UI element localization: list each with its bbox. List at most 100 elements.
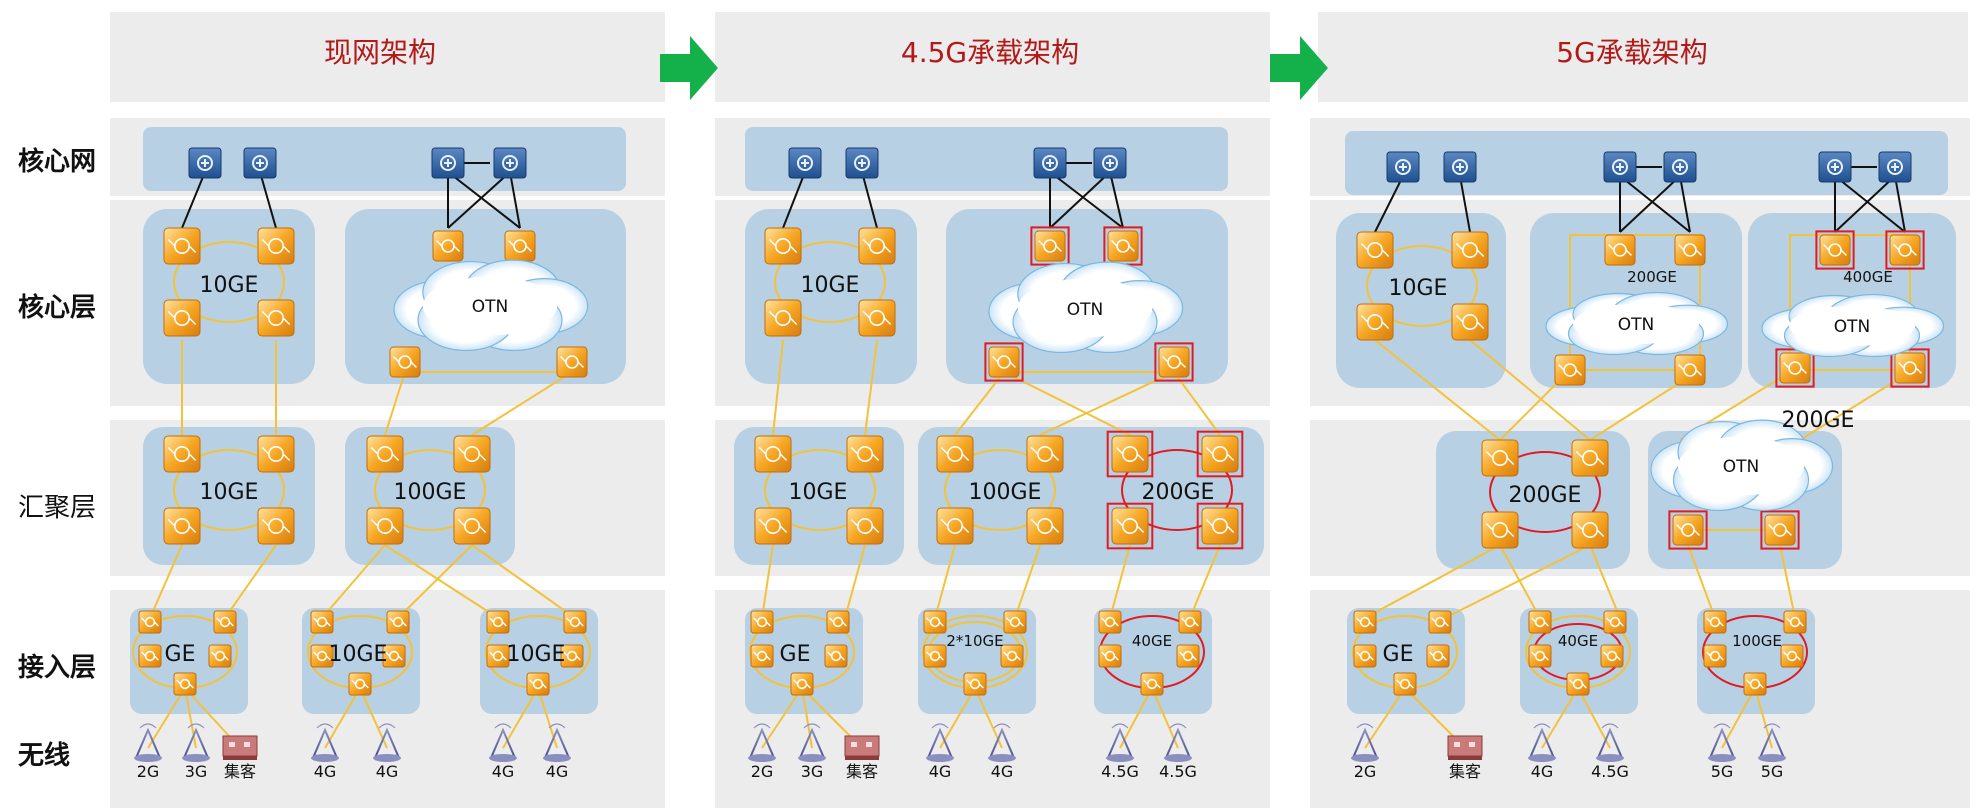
router-icon [826,610,850,634]
column-title-current: 现网架构 [324,36,436,69]
router-icon [1703,610,1727,634]
router-icon [1760,510,1800,550]
router-icon [1353,644,1377,668]
router-icon [1674,234,1706,266]
router-icon [1451,303,1489,341]
router-icon [764,299,802,337]
router-icon [1103,226,1143,266]
otn-label: OTN [1834,317,1870,337]
base-station-icon: 4G [988,723,1016,781]
wireless-label: 3G [185,762,208,781]
wireless-label: 4G [546,762,569,781]
wireless-label: 5G [1761,762,1784,781]
group-label: 10GE [789,480,848,505]
column-title-5g: 5G承载架构 [1556,36,1708,69]
router-icon [1780,644,1804,668]
router-icon [348,672,372,696]
router-icon [1603,610,1627,634]
core-network-device-icon [1603,151,1637,183]
router-icon [366,435,404,473]
otn-cloud-icon [393,259,589,352]
group-label: 10GE [801,273,860,298]
router-icon [1528,610,1552,634]
base-station-icon: 5G [1708,723,1736,781]
router-icon [1030,226,1070,266]
group-label: 10GE [200,480,259,505]
router-icon [1481,511,1519,549]
router-icon [1178,610,1202,634]
wireless-label: 5G [1711,762,1734,781]
router-icon [1356,231,1394,269]
base-station-icon: 4G [311,723,339,781]
router-icon [1481,439,1519,477]
router-icon [1566,672,1590,696]
base-station-icon: 3G [182,723,210,781]
router-icon [1528,644,1552,668]
core-network-device-icon [431,147,465,179]
router-icon [1000,644,1024,668]
router-icon [382,644,406,668]
router-icon [923,644,947,668]
router-icon [754,435,792,473]
otn-label: OTN [1067,300,1103,320]
router-icon [1885,230,1925,270]
wireless-label: 4G [376,762,399,781]
base-station-icon: 2G [134,723,162,781]
wireless-label: 集客 [846,762,878,781]
group-label: GE [1383,642,1414,667]
router-icon [1674,354,1706,386]
router-icon [138,610,162,634]
arrow-right-icon [1270,36,1328,100]
enterprise-building-icon: 集客 [222,735,258,781]
otn-cloud-icon [1650,419,1834,512]
router-icon [453,507,491,545]
wireless-label: 4G [1531,762,1554,781]
router-icon [257,299,295,337]
router-icon [936,507,974,545]
router-icon [1428,610,1452,634]
wireless-label: 集客 [224,762,256,781]
router-icon [963,672,987,696]
router-icon [1600,644,1624,668]
otn-clouds [393,259,1945,512]
router-icon [556,346,588,378]
base-station-icon: 4.5G [1591,723,1629,781]
row-label-agg-layer: 汇聚层 [18,493,96,523]
router-icon [1571,439,1609,477]
enterprise-building-icon: 集客 [844,735,880,781]
group-label: 200GE [1509,483,1582,508]
wireless-label: 4.5G [1159,762,1197,781]
core-network-device-icon [1878,151,1912,183]
group-label: 100GE [394,480,467,505]
router-icon [453,435,491,473]
router-icon [1743,672,1767,696]
router-icon [138,644,162,668]
router-icon [1426,644,1450,668]
wireless-label: 4G [314,762,337,781]
core-network-device-icon [493,147,527,179]
router-icon [389,346,421,378]
router-icon [173,672,197,696]
router-icon [1604,234,1636,266]
router-icon [790,672,814,696]
router-icon [163,507,201,545]
group-label: GE [165,642,196,667]
router-icon [1098,644,1122,668]
router-icon [764,227,802,265]
router-icon [486,610,510,634]
agg-extra-label: 200GE [1782,408,1855,433]
router-icon [1451,231,1489,269]
router-icon [560,644,584,668]
otn-label: OTN [1618,315,1654,335]
router-icon [310,644,334,668]
base-station-icon: 4.5G [1101,723,1139,781]
router-icon [846,435,884,473]
router-icon [386,610,410,634]
wireless-label: 3G [801,762,824,781]
router-icon [846,507,884,545]
router-icon [1890,348,1930,388]
core-net-links [181,162,1906,233]
base-station-icon: 2G [748,723,776,781]
core-network-device-icon [1033,147,1067,179]
